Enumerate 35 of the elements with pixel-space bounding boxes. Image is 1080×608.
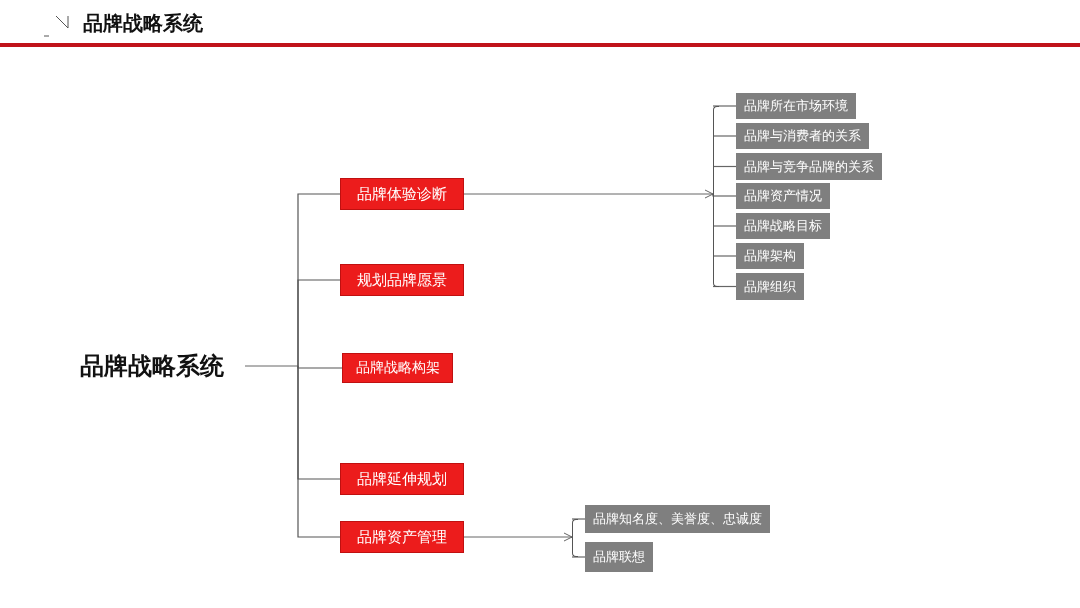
item-box: 品牌联想	[585, 542, 653, 572]
connector-line	[463, 189, 714, 199]
category-box: 品牌体验诊断	[340, 178, 464, 210]
connector-line	[712, 193, 714, 198]
connector-line	[571, 536, 573, 539]
connector-line	[571, 518, 586, 520]
connector-line	[244, 365, 299, 367]
category-box: 品牌资产管理	[340, 521, 464, 553]
item-box: 品牌资产情况	[736, 183, 830, 209]
item-box: 品牌战略目标	[736, 213, 830, 239]
connector-line	[297, 279, 341, 367]
bracket-line	[572, 519, 578, 557]
category-box: 品牌延伸规划	[340, 463, 464, 495]
category-box: 品牌战略构架	[342, 353, 453, 383]
item-box: 品牌与消费者的关系	[736, 123, 869, 149]
item-box: 品牌架构	[736, 243, 804, 269]
connector-line	[297, 365, 341, 538]
connector-line	[712, 195, 737, 197]
connector-line	[463, 532, 573, 542]
item-box: 品牌所在市场环境	[736, 93, 856, 119]
item-box: 品牌知名度、美誉度、忠诚度	[585, 505, 770, 533]
connector-line	[712, 225, 737, 227]
item-box: 品牌组织	[736, 273, 804, 300]
connector-line	[297, 365, 343, 369]
bracket-line	[713, 106, 719, 287]
connector-line	[712, 105, 737, 107]
root-label: 品牌战略系统	[80, 350, 224, 382]
page-title: 品牌战略系统	[83, 10, 203, 37]
connector-line	[712, 255, 737, 257]
category-box: 规划品牌愿景	[340, 264, 464, 296]
connector-line	[712, 165, 737, 168]
item-box: 品牌与竞争品牌的关系	[736, 153, 882, 180]
connector-line	[571, 556, 586, 558]
connector-line	[712, 285, 737, 288]
connector-line	[712, 135, 737, 137]
